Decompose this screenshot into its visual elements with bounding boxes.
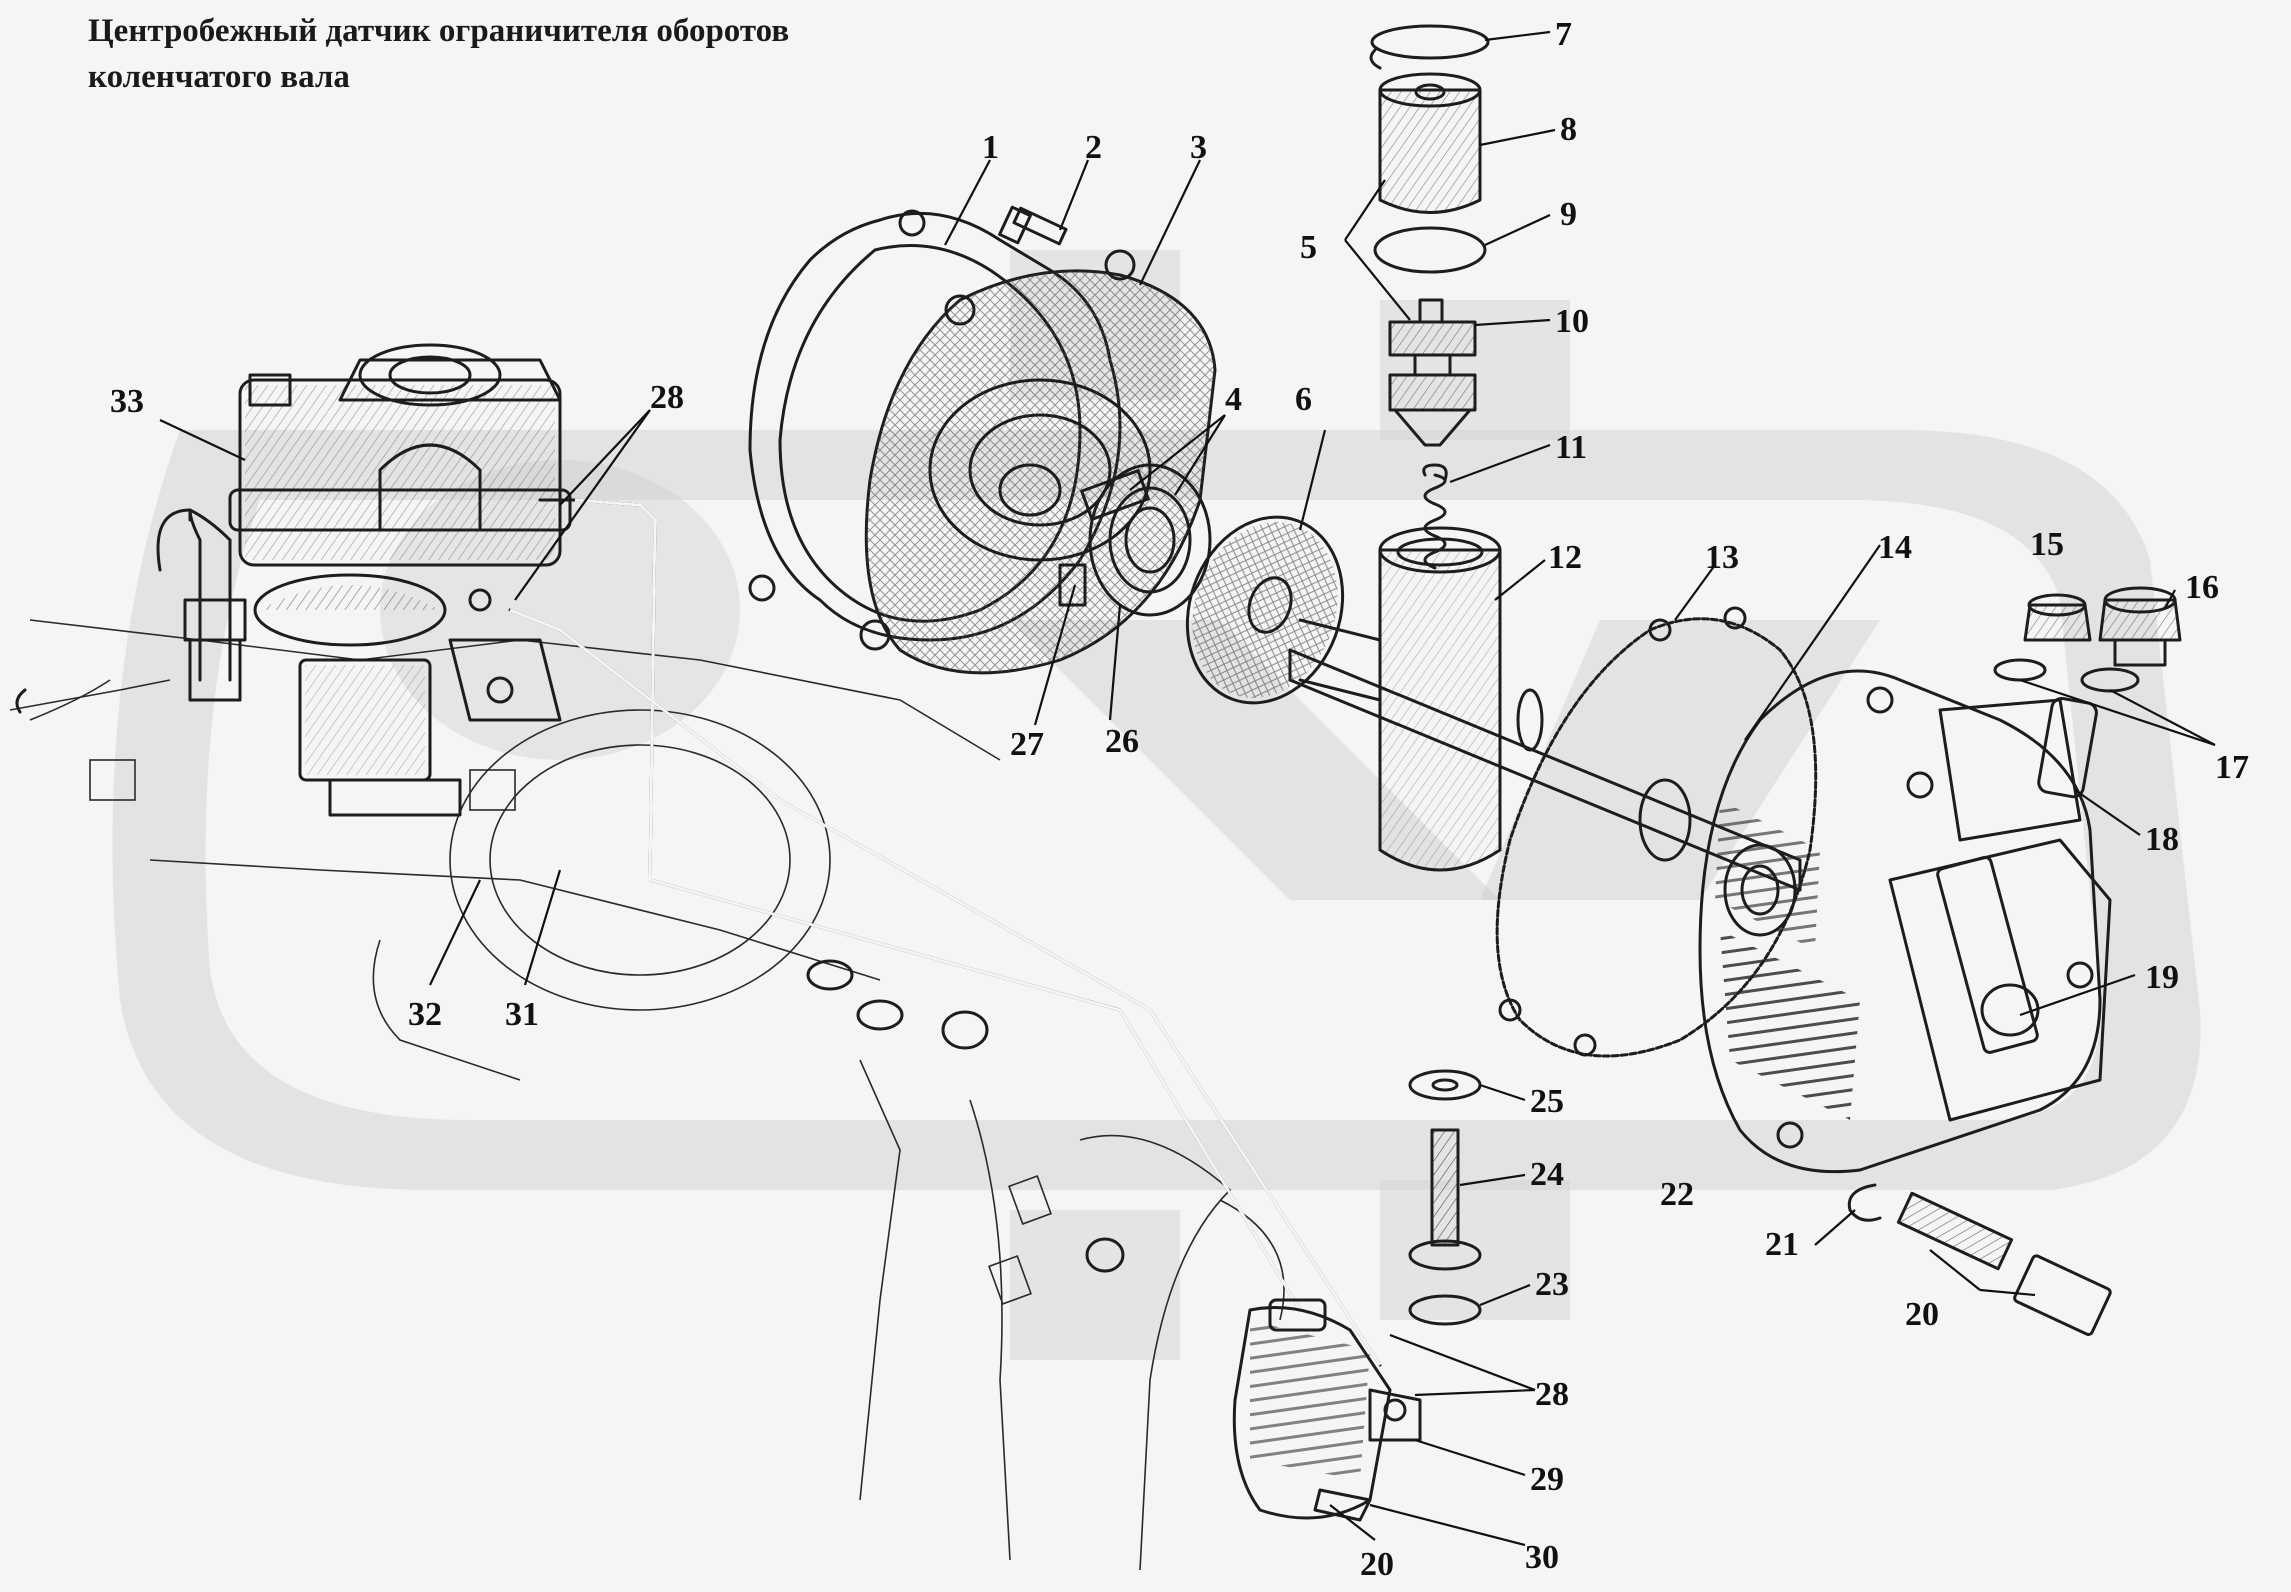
diagram-title: Центробежный датчик ограничителя оборото… xyxy=(88,8,789,100)
callout-6: 6 xyxy=(1295,381,1312,418)
callout-32: 32 xyxy=(408,996,442,1033)
callout-20-sensor: 20 xyxy=(1360,1546,1394,1583)
valve-10 xyxy=(1388,298,1477,447)
callout-14: 14 xyxy=(1878,529,1912,566)
callout-18: 18 xyxy=(2145,821,2179,858)
sensor-body xyxy=(1232,1298,1422,1522)
cover-3 xyxy=(859,249,1217,675)
screw-24 xyxy=(1408,1128,1482,1271)
callout-33: 33 xyxy=(110,383,144,420)
callout-15: 15 xyxy=(2030,526,2064,563)
bolt-20 xyxy=(1896,1191,2112,1337)
main-housing-22 xyxy=(1698,669,2112,1174)
callout-24: 24 xyxy=(1530,1156,1564,1193)
bolt-2 xyxy=(998,205,1068,246)
callout-12: 12 xyxy=(1548,539,1582,576)
filter-cylinder-8 xyxy=(1378,72,1482,214)
callout-28-bottom: 28 xyxy=(1535,1376,1569,1413)
callout-4: 4 xyxy=(1225,381,1242,418)
callout-21: 21 xyxy=(1765,1226,1799,1263)
carburetor-33 xyxy=(228,343,577,817)
callout-30: 30 xyxy=(1525,1539,1559,1576)
title-line-2: коленчатого вала xyxy=(88,59,350,95)
gasket-13 xyxy=(1495,606,1818,1058)
callout-13: 13 xyxy=(1705,539,1739,576)
callout-20-bolt: 20 xyxy=(1905,1296,1939,1333)
callout-19: 19 xyxy=(2145,959,2179,996)
callout-23: 23 xyxy=(1535,1266,1569,1303)
leader-lines xyxy=(159,30,2216,1547)
ring-7 xyxy=(1369,24,1490,70)
bearing-4 xyxy=(1058,463,1212,617)
callout-3: 3 xyxy=(1190,129,1207,166)
plug-15 xyxy=(2023,593,2092,642)
washer-23 xyxy=(1408,1294,1482,1326)
callout-28-top: 28 xyxy=(650,379,684,416)
title-line-1: Центробежный датчик ограничителя оборото… xyxy=(88,13,790,49)
callout-27: 27 xyxy=(1010,726,1044,763)
breather-pipe xyxy=(15,508,247,721)
callout-labels: 1 2 3 4 5 6 7 8 9 10 11 12 13 14 15 16 1… xyxy=(110,16,2249,1583)
callout-9: 9 xyxy=(1560,196,1577,233)
plug-16 xyxy=(2098,586,2182,667)
callout-10: 10 xyxy=(1555,303,1589,340)
callout-7: 7 xyxy=(1555,16,1572,53)
callout-16: 16 xyxy=(2185,569,2219,606)
ring-9 xyxy=(1373,226,1487,274)
callout-2: 2 xyxy=(1085,129,1102,166)
callout-8: 8 xyxy=(1560,111,1577,148)
callout-25: 25 xyxy=(1530,1083,1564,1120)
callout-22: 22 xyxy=(1660,1176,1694,1213)
callout-29: 29 xyxy=(1530,1461,1564,1498)
callout-5: 5 xyxy=(1300,229,1317,266)
engine-block-outline xyxy=(9,619,1285,1571)
callout-26: 26 xyxy=(1105,723,1139,760)
callout-31: 31 xyxy=(505,996,539,1033)
callout-11: 11 xyxy=(1555,429,1587,466)
callout-17: 17 xyxy=(2215,749,2249,786)
circlip-21 xyxy=(1847,1183,1882,1222)
fuel-tubes xyxy=(508,498,1382,1367)
callout-1: 1 xyxy=(982,129,999,166)
